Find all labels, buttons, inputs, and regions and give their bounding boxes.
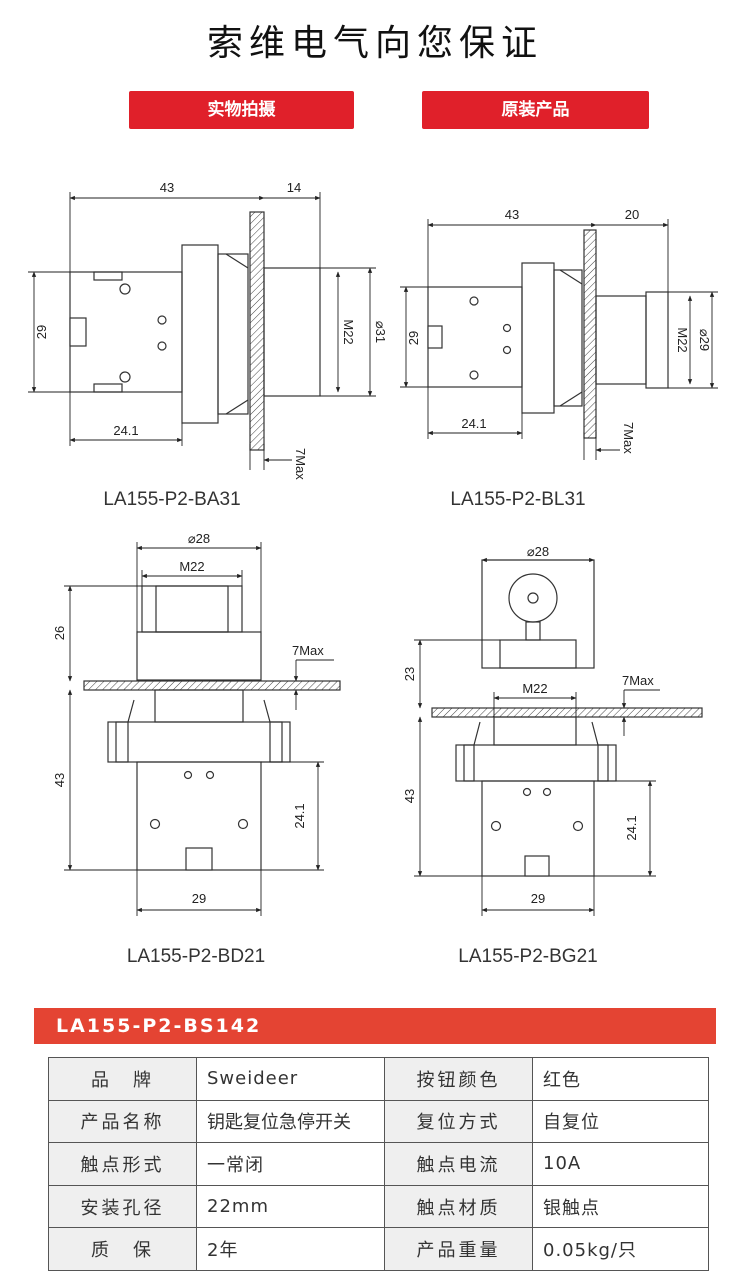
mounting-base	[107, 721, 291, 763]
drawing-bg21	[414, 557, 703, 916]
dim-ba31-panel: 7Max	[293, 448, 308, 480]
spec-value-weight: 0.05kg/只	[532, 1227, 709, 1271]
key-head	[508, 573, 558, 623]
dim-bl31-diameter: ⌀29	[697, 329, 712, 351]
spec-table: 品 牌 Sweideer 按钮颜色 红色 产品名称 钥匙复位急停开关 复位方式 …	[48, 1057, 709, 1271]
dim-bg21-thread: M22	[522, 681, 547, 696]
actuator	[141, 585, 243, 633]
mounting-base	[455, 744, 617, 782]
dim-bl31-thread: M22	[675, 327, 690, 352]
spec-value-contact-current: 10A	[532, 1142, 709, 1186]
dim-bd21-thread: M22	[179, 559, 204, 574]
technical-drawings: 43 14 29 M22 ⌀31 24.1 7Max LA155-P2-BA31	[28, 180, 718, 967]
dim-bd21-panel: 7Max	[292, 643, 324, 658]
table-row: 触点形式 一常闭 触点电流 10A	[48, 1142, 709, 1186]
spec-value-warranty: 2年	[196, 1227, 385, 1271]
spec-key-contact-material: 触点材质	[384, 1184, 533, 1229]
dim-ba31-height: 29	[34, 325, 49, 339]
original-product-button[interactable]: 原装产品	[422, 91, 649, 129]
dim-ba31-width: 43	[160, 180, 174, 195]
spec-value-product-name: 钥匙复位急停开关	[196, 1099, 385, 1144]
actuator	[645, 291, 669, 389]
table-row: 产品名称 钥匙复位急停开关 复位方式 自复位	[48, 1099, 709, 1144]
drawing-bl31	[400, 219, 718, 460]
dim-bg21-body: 43	[402, 789, 417, 803]
table-row: 安装孔径 22mm 触点材质 银触点	[48, 1184, 709, 1229]
spec-key-brand: 品 牌	[48, 1057, 197, 1101]
spec-key-weight: 产品重量	[384, 1227, 533, 1271]
panel	[431, 707, 703, 718]
dim-bg21-diameter: ⌀28	[527, 544, 549, 559]
panel	[83, 680, 341, 691]
dim-bd21-body: 43	[52, 773, 67, 787]
spec-key-product-name: 产品名称	[48, 1099, 197, 1144]
spec-key-reset-mode: 复位方式	[384, 1099, 533, 1144]
spec-value-button-color: 红色	[532, 1057, 709, 1101]
model-ba31: LA155-P2-BA31	[103, 489, 240, 510]
drawing-ba31	[28, 192, 376, 470]
dim-bd21-base: 29	[192, 891, 206, 906]
product-code: LA155-P2-BS142	[56, 1015, 262, 1037]
mounting-base	[181, 244, 219, 424]
dim-bd21-top: 26	[52, 626, 67, 640]
spec-value-contact-form: 一常闭	[196, 1142, 385, 1186]
spec-value-brand: Sweideer	[196, 1057, 385, 1101]
drawing-bd21	[64, 542, 341, 916]
spec-value-reset-mode: 自复位	[532, 1099, 709, 1144]
dim-bg21-top: 23	[402, 667, 417, 681]
contact-block	[69, 271, 183, 393]
dim-bd21-diameter: ⌀28	[188, 531, 210, 546]
dim-bl31-front: 20	[625, 207, 639, 222]
dim-bl31-panel: 7Max	[621, 422, 636, 454]
panel	[583, 229, 597, 439]
actuator	[499, 639, 577, 669]
dim-bg21-depth: 24.1	[624, 815, 639, 840]
panel	[249, 211, 265, 451]
spec-key-contact-form: 触点形式	[48, 1142, 197, 1186]
table-row: 质 保 2年 产品重量 0.05kg/只	[48, 1227, 709, 1271]
dim-bl31-width: 43	[505, 207, 519, 222]
dim-ba31-thread: M22	[341, 319, 356, 344]
actuator	[263, 267, 321, 397]
page-title: 索维电气向您保证	[206, 23, 543, 64]
dim-ba31-diameter: ⌀31	[373, 321, 388, 343]
dim-bg21-panel: 7Max	[622, 673, 654, 688]
table-row: 品 牌 Sweideer 按钮颜色 红色	[48, 1057, 709, 1101]
dim-ba31-front: 14	[287, 180, 301, 195]
spec-value-contact-material: 银触点	[532, 1184, 709, 1229]
spec-key-warranty: 质 保	[48, 1227, 197, 1271]
dim-bl31-rear: 24.1	[461, 416, 486, 431]
dim-bl31-height: 29	[406, 331, 421, 345]
dim-bg21-base: 29	[531, 891, 545, 906]
mounting-base	[521, 262, 555, 414]
spec-value-mount-hole: 22mm	[196, 1184, 385, 1229]
spec-key-button-color: 按钮颜色	[384, 1057, 533, 1101]
model-bg21: LA155-P2-BG21	[458, 946, 597, 967]
model-bd21: LA155-P2-BD21	[127, 946, 265, 967]
dim-ba31-rear: 24.1	[113, 423, 138, 438]
dim-bd21-depth: 24.1	[292, 803, 307, 828]
real-photo-button[interactable]: 实物拍摄	[129, 91, 354, 129]
spec-key-mount-hole: 安装孔径	[48, 1184, 197, 1229]
product-code-banner: LA155-P2-BS142	[34, 1008, 716, 1044]
model-bl31: LA155-P2-BL31	[450, 489, 585, 510]
spec-key-contact-current: 触点电流	[384, 1142, 533, 1186]
